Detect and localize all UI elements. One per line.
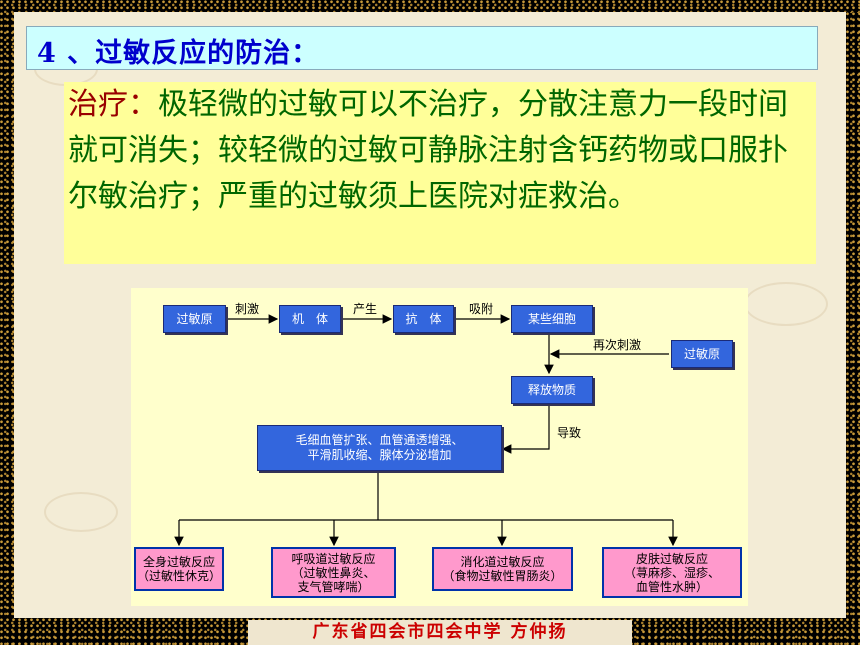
release-substance-node: 释放物质	[511, 376, 593, 404]
diagram-connectors	[174, 314, 678, 547]
heading-box: 4 、过敏反应的防治：	[26, 26, 818, 70]
skin-reaction-node: 皮肤过敏反应 （荨麻疹、湿疹、 血管性水肿）	[602, 547, 742, 598]
treatment-box: 治疗：极轻微的过敏可以不治疗，分散注意力一段时间就可消失；较轻微的过敏可静脉注射…	[64, 82, 816, 264]
respiratory-reaction-node: 呼吸道过敏反应 （过敏性鼻炎、 支气管哮喘）	[271, 547, 396, 598]
treatment-lead: 治疗：	[68, 87, 158, 122]
footer-credit: 广东省四会市四会中学 方仲扬	[312, 622, 568, 642]
produce-label: 产生	[353, 302, 378, 316]
digestive-reaction-node: 消化道过敏反应 （食物过敏性胃肠炎）	[432, 547, 573, 591]
cloud-decoration	[44, 492, 118, 532]
allergen-repeat-node: 过敏原	[671, 340, 733, 368]
footer-banner: 广东省四会市四会中学 方仲扬	[248, 620, 632, 645]
allergen-node: 过敏原	[163, 305, 226, 333]
stimulate-label: 刺激	[235, 302, 260, 316]
slide-heading: 4 、过敏反应的防治：	[37, 38, 320, 69]
organism-node: 机 体	[279, 305, 341, 333]
left-border	[0, 0, 14, 645]
certain-cells-node: 某些细胞	[511, 305, 593, 333]
cloud-decoration	[744, 282, 828, 326]
restimulate-label: 再次刺激	[593, 338, 642, 352]
top-border	[0, 0, 860, 12]
allergy-flow-diagram: 过敏原 机 体 抗 体 某些细胞 过敏原 释放物质 毛细血管扩张、血管通透增强、…	[131, 288, 748, 606]
treatment-text: 极轻微的过敏可以不治疗，分散注意力一段时间就可消失；较轻微的过敏可静脉注射含钙药…	[68, 87, 788, 214]
adsorb-label: 吸附	[469, 302, 494, 316]
vascular-effects-node: 毛细血管扩张、血管通透增强、 平滑肌收缩、腺体分泌增加	[257, 425, 502, 471]
antibody-node: 抗 体	[393, 305, 454, 333]
cause-label: 导致	[557, 426, 582, 440]
systemic-reaction-node: 全身过敏反应 （过敏性休克）	[134, 547, 224, 591]
treatment-paragraph: 治疗：极轻微的过敏可以不治疗，分散注意力一段时间就可消失；较轻微的过敏可静脉注射…	[68, 82, 812, 220]
right-border	[846, 0, 860, 645]
